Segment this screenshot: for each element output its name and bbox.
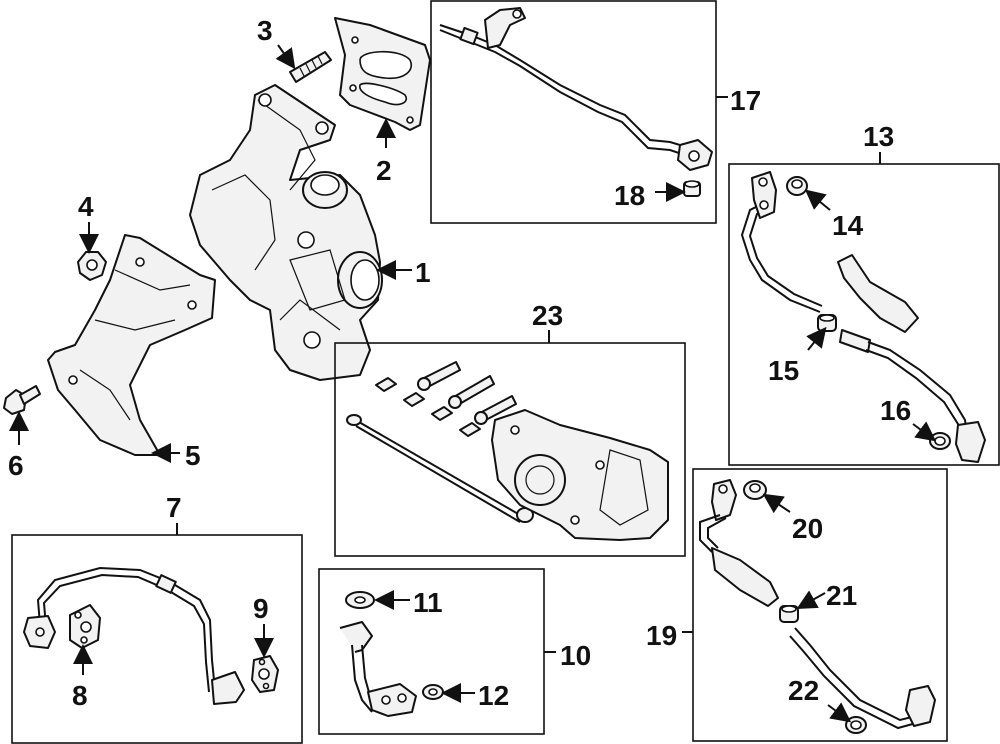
- seal-21[interactable]: [779, 605, 799, 623]
- callout-6: 6: [8, 450, 24, 481]
- bolt[interactable]: [3, 385, 41, 415]
- callout-21: 21: [826, 580, 857, 611]
- callout-4: 4: [78, 191, 94, 222]
- box-19: [692, 468, 948, 742]
- callout-1: 1: [415, 257, 431, 288]
- heat-shield[interactable]: [47, 234, 216, 456]
- arrow-22: [827, 702, 852, 723]
- callout-14: 14: [832, 210, 864, 241]
- coolant-supply-line[interactable]: [23, 566, 245, 705]
- callout-22: 22: [788, 675, 819, 706]
- actuator-clips[interactable]: [375, 377, 481, 437]
- callout-3: 3: [257, 15, 273, 46]
- washer-18[interactable]: [683, 180, 701, 197]
- seal-15[interactable]: [817, 314, 837, 332]
- nut[interactable]: [77, 251, 107, 281]
- coolant-return-pipe[interactable]: [339, 621, 417, 717]
- turbocharger[interactable]: [189, 84, 383, 381]
- callout-17: 17: [730, 85, 761, 116]
- gasket-20[interactable]: [743, 480, 767, 500]
- callout-23: 23: [532, 300, 563, 331]
- gasket-14[interactable]: [786, 176, 808, 196]
- callout-10: 10: [560, 640, 591, 671]
- clamp-22[interactable]: [845, 716, 867, 734]
- callout-15: 15: [768, 355, 799, 386]
- callout-8: 8: [72, 680, 88, 711]
- callout-13: 13: [863, 121, 894, 152]
- actuator-bolts[interactable]: [417, 361, 517, 425]
- callout-12: 12: [478, 680, 509, 711]
- wastegate-actuator[interactable]: [346, 409, 669, 541]
- callout-18: 18: [614, 180, 645, 211]
- gasket-9[interactable]: [251, 655, 279, 693]
- turbo-gasket[interactable]: [334, 17, 431, 131]
- washer-12[interactable]: [422, 684, 444, 700]
- box-23: [334, 342, 686, 557]
- oil-feed-line[interactable]: [439, 7, 713, 171]
- callout-11: 11: [413, 587, 443, 618]
- arrow-16: [912, 421, 937, 442]
- box-7: [11, 534, 303, 744]
- gasket-8[interactable]: [69, 604, 101, 649]
- arrow-3: [275, 44, 296, 70]
- callout-7: 7: [166, 492, 182, 523]
- stud[interactable]: [289, 51, 332, 83]
- clamp-16[interactable]: [929, 432, 951, 450]
- arrow-20: [762, 493, 791, 514]
- callout-9: 9: [253, 593, 269, 624]
- box-13: [728, 163, 1000, 466]
- callout-19: 19: [646, 620, 677, 651]
- box-17: [430, 0, 717, 224]
- callout-16: 16: [880, 395, 911, 426]
- callout-5: 5: [185, 440, 201, 471]
- callout-20: 20: [792, 513, 823, 544]
- arrow-14: [804, 189, 831, 211]
- arrow-15: [806, 326, 827, 351]
- arrow-21: [796, 590, 826, 609]
- callout-2: 2: [376, 155, 392, 186]
- oil-return-line[interactable]: [740, 171, 986, 463]
- oil-line-19[interactable]: [699, 479, 936, 730]
- washer-11[interactable]: [345, 591, 375, 609]
